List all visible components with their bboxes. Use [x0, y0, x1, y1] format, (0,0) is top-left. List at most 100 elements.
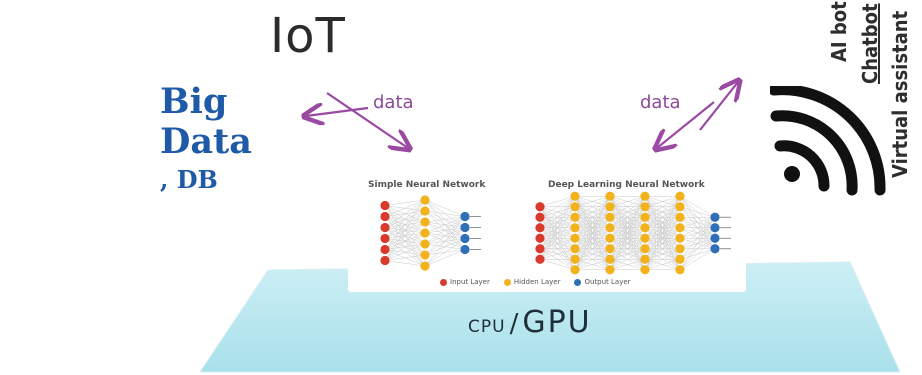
nn-connection [644, 217, 681, 270]
hidden-node [675, 212, 685, 222]
nn-connection [644, 206, 681, 270]
nn-connection [679, 217, 716, 228]
output-node [710, 244, 720, 254]
hidden-node [605, 223, 615, 233]
nn-connection [539, 248, 576, 260]
nn-connection [424, 216, 466, 245]
nn-connection [574, 196, 611, 218]
nn-connection [384, 199, 426, 228]
input-node [380, 244, 390, 255]
hidden-node [640, 212, 650, 222]
nn-connection [609, 196, 646, 207]
input-node [535, 233, 545, 243]
assistant-labels: AI bot Chatbot Virtual assistant [822, 1, 912, 178]
nn-connection [384, 199, 426, 239]
output-dot-icon [574, 278, 582, 286]
arrow-to-network-right [657, 101, 715, 148]
nn-legend: Input Layer Hidden Layer Output Layer [440, 278, 631, 286]
input-node [535, 254, 545, 264]
cpu-gpu-label: CPU/GPU [468, 305, 592, 340]
nn-connection [424, 210, 466, 217]
nn-connection [539, 217, 576, 260]
nn-connection [679, 196, 716, 218]
nn-connection [644, 196, 681, 239]
nn-connection [539, 196, 576, 228]
hidden-node [420, 250, 430, 260]
hidden-node [675, 254, 685, 264]
hidden-node [675, 233, 685, 243]
hidden-node [675, 223, 685, 233]
hidden-node [420, 195, 430, 205]
hidden-node [605, 233, 615, 243]
hidden-node [640, 233, 650, 243]
nn-connection [539, 196, 576, 249]
hidden-node [570, 191, 580, 201]
big-data-label: Big Data , DB [160, 82, 252, 198]
nn-connection [679, 248, 716, 270]
nn-connection [384, 243, 426, 261]
hidden-node [640, 202, 650, 212]
nn-connection [384, 199, 426, 217]
nn-connection [384, 210, 426, 261]
wireless-signal-icon [770, 86, 886, 196]
output-node [460, 222, 470, 233]
nn-connection [679, 227, 716, 270]
hidden-node [570, 254, 580, 264]
hidden-node [640, 244, 650, 254]
nn-connection [539, 196, 576, 239]
input-node [380, 211, 390, 222]
nn-connection [384, 199, 426, 261]
hidden-node [605, 265, 615, 275]
hidden-node [420, 239, 430, 249]
nn-connection [574, 217, 611, 270]
data-label-left: data [373, 92, 414, 113]
hidden-node [640, 223, 650, 233]
hidden-node [605, 202, 615, 212]
nn-connection [574, 196, 611, 260]
nn-connection [644, 196, 681, 249]
nn-connection [384, 254, 426, 261]
nn-connection [424, 227, 466, 267]
nn-connection [609, 217, 646, 270]
nn-connection [574, 196, 611, 239]
hidden-node [605, 254, 615, 264]
output-node [710, 233, 720, 243]
output-node [460, 244, 470, 255]
hidden-node [675, 191, 685, 201]
input-node [535, 202, 545, 212]
hidden-node [675, 202, 685, 212]
nn-connection [609, 196, 646, 218]
nn-connection [539, 227, 576, 260]
nn-connection [539, 196, 576, 218]
nn-connection [609, 196, 646, 270]
output-node [460, 233, 470, 244]
ai-bot-label: AI bot [827, 1, 851, 62]
input-node [535, 212, 545, 222]
arrow-to-big-data [306, 108, 369, 116]
nn-connection [609, 196, 646, 249]
nn-connection [574, 196, 611, 249]
nn-connection [574, 227, 611, 270]
big-data-line-2: Data [160, 121, 252, 162]
nn-connection [384, 199, 426, 250]
nn-connection [424, 216, 466, 256]
hidden-node [675, 265, 685, 275]
nn-connection [644, 196, 681, 260]
hidden-node [420, 217, 430, 227]
big-data-line-1: Big [160, 81, 228, 122]
hidden-node [570, 223, 580, 233]
nn-connection [644, 196, 681, 218]
hidden-node [420, 206, 430, 216]
hidden-node [570, 212, 580, 222]
arrow-to-network-left [326, 92, 408, 148]
nn-connection [424, 216, 466, 267]
nn-connection [574, 206, 611, 270]
nn-connection [574, 196, 611, 270]
hidden-node [570, 202, 580, 212]
hidden-node [420, 228, 430, 238]
gpu-text: GPU [522, 305, 592, 340]
nn-connection [644, 196, 681, 270]
nn-connection [384, 221, 426, 261]
nn-connection [609, 259, 646, 270]
